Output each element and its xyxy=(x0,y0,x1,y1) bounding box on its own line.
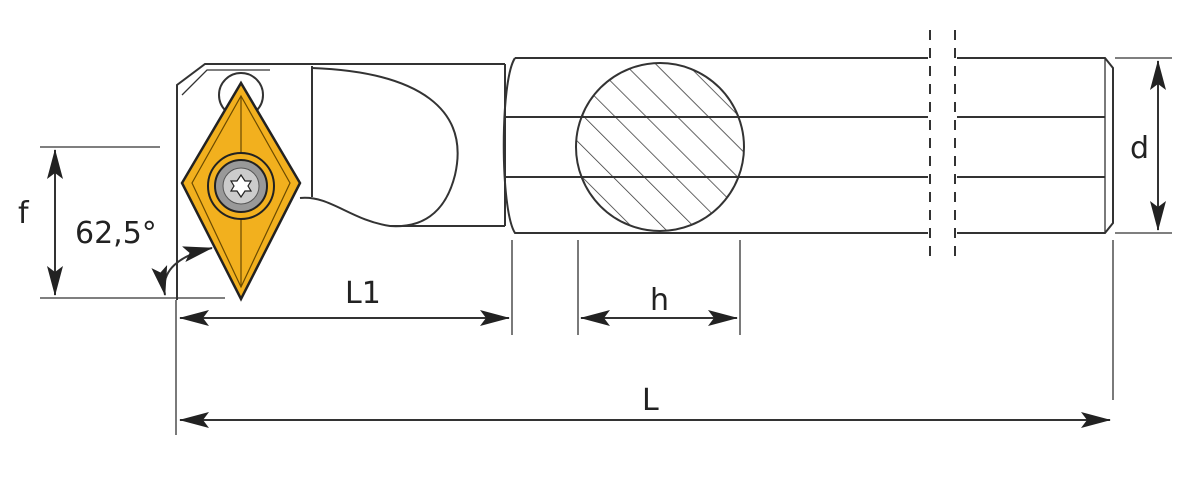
tool-head xyxy=(176,63,505,300)
cross-section xyxy=(575,62,745,232)
label-angle: 62,5° xyxy=(75,216,157,251)
extension-lines xyxy=(40,57,1172,435)
label-l: L xyxy=(642,383,659,418)
label-l1: L1 xyxy=(345,276,381,311)
cutting-insert xyxy=(180,80,302,302)
label-f: f xyxy=(18,196,30,231)
dimension-lines xyxy=(47,60,1166,428)
torx-icon xyxy=(229,173,253,199)
label-d: d xyxy=(1130,131,1149,166)
angle-arc xyxy=(151,246,213,296)
tool-shank xyxy=(502,30,1114,260)
label-h: h xyxy=(650,283,669,318)
